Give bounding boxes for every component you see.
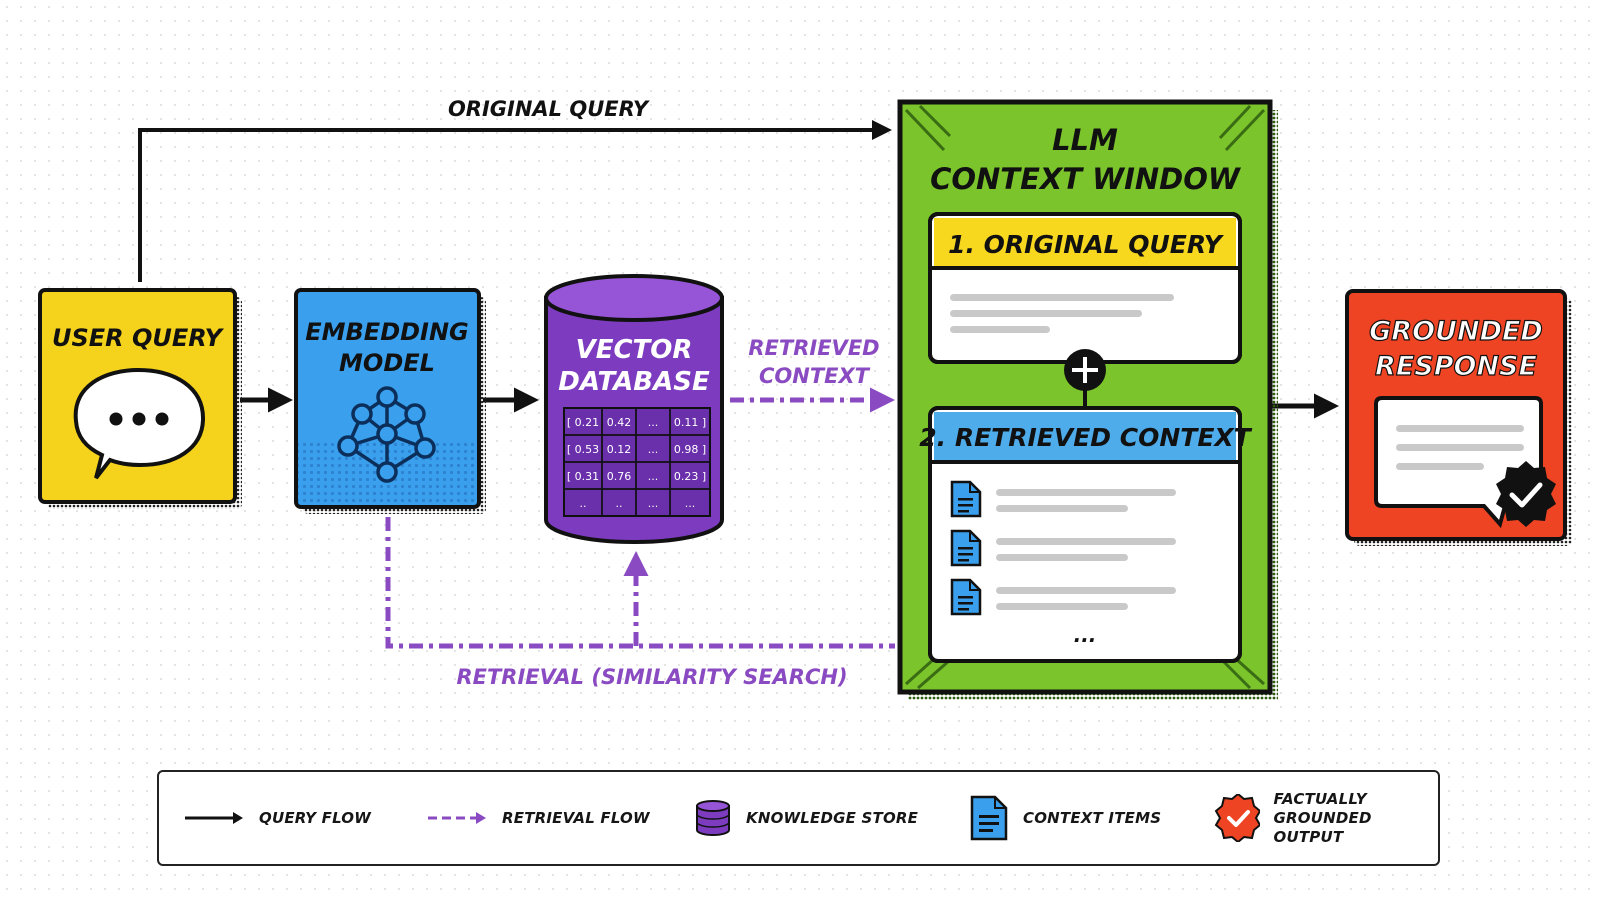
vector-database-title-1: VECTOR (576, 335, 693, 365)
vector-value: 0.98 ] (674, 443, 706, 456)
document-icon (970, 795, 1008, 841)
vector-database-node: VECTOR DATABASE [ 0.21 0.42... 0.11 ] [ 0.5… (544, 274, 724, 544)
vector-database-title-2: DATABASE (558, 367, 710, 397)
document-icon (950, 578, 982, 616)
check-badge-icon (1496, 461, 1556, 527)
vector-table: [ 0.21 0.42... 0.11 ] [ 0.53 0.12... 0.98 ] [ … (563, 407, 711, 517)
user-query-node: USER QUERY (38, 288, 242, 509)
embedding-model-node: EMBEDDING MODEL (294, 288, 486, 514)
solid-arrow-icon (185, 812, 243, 824)
llm-context-window-node: LLM CONTEXT WINDOW 1. ORIGINAL QUERY 2 (897, 99, 1278, 700)
burst-lines (904, 104, 1266, 690)
embedding-model-title-1: EMBEDDING (305, 318, 469, 346)
legend-grounded-output-label: FACTUALLY GROUNDED OUTPUT (1274, 790, 1438, 847)
legend-context-items-label: CONTEXT ITEMS (1023, 809, 1162, 827)
retrieval-loop-line (385, 517, 895, 649)
vector-value: ... (685, 497, 696, 510)
legend-retrieval-flow-label: RETRIEVAL FLOW (502, 809, 650, 827)
original-query-panel: 1. ORIGINAL QUERY (928, 212, 1242, 364)
user-query-title: USER QUERY (52, 324, 225, 352)
vector-value: 0.42 (607, 416, 632, 429)
retrieval-label: RETRIEVAL (SIMILARITY SEARCH) (456, 665, 847, 689)
response-bubble-icon (1374, 396, 1543, 529)
legend-retrieval-flow: RETRIEVAL FLOW (426, 772, 650, 864)
plus-icon (1064, 349, 1106, 391)
document-icon (950, 480, 982, 518)
vector-value: 0.76 (607, 470, 632, 483)
retrieved-context-label-2: CONTEXT (759, 364, 871, 388)
context-ellipsis: ... (1074, 623, 1097, 647)
legend: QUERY FLOW RETRIEVAL FLOW KNOWLEDGE STOR… (157, 770, 1440, 866)
legend-knowledge-store: KNOWLEDGE STORE (694, 772, 918, 864)
original-query-flow-line (138, 120, 892, 282)
grounded-response-title-1: GROUNDED (1369, 316, 1543, 347)
retrieved-context-panel: 2. RETRIEVED CONTEXT ... (919, 406, 1253, 663)
document-icon (950, 529, 982, 567)
legend-context-items: CONTEXT ITEMS (969, 772, 1161, 864)
vector-value: [ 0.21 (567, 416, 599, 429)
legend-knowledge-store-label: KNOWLEDGE STORE (746, 809, 919, 827)
legend-grounded-output-line-2: GROUNDED OUTPUT (1273, 808, 1372, 846)
retrieved-context-panel-title: 2. RETRIEVED CONTEXT (919, 423, 1252, 452)
vector-value: [ 0.31 (567, 470, 599, 483)
vector-value: [ 0.53 (567, 443, 599, 456)
vector-value: 0.12 (607, 443, 632, 456)
original-query-flow-label: ORIGINAL QUERY (448, 97, 650, 121)
vector-value: ... (648, 497, 659, 510)
retrieved-context-label-1: RETRIEVED (748, 336, 879, 360)
legend-grounded-output: FACTUALLY GROUNDED OUTPUT (1214, 772, 1438, 864)
legend-query-flow-label: QUERY FLOW (259, 809, 372, 827)
legend-grounded-output-line-1: FACTUALLY (1273, 789, 1367, 808)
embedding-model-title-2: MODEL (339, 349, 435, 377)
legend-query-flow: QUERY FLOW (183, 772, 371, 864)
neural-network-icon (337, 386, 436, 483)
grounded-response-node: GROUNDED RESPONSE (1345, 289, 1572, 546)
vector-value: 0.11 ] (674, 416, 706, 429)
grounded-response-title-2: RESPONSE (1375, 351, 1537, 382)
database-icon (696, 800, 730, 836)
original-query-panel-title: 1. ORIGINAL QUERY (948, 230, 1225, 259)
llm-title-1: LLM (1052, 123, 1118, 157)
vector-value: 0.23 ] (674, 470, 706, 483)
vector-value: .. (580, 497, 587, 510)
llm-title-2: CONTEXT WINDOW (930, 162, 1242, 196)
check-badge-icon (1214, 794, 1260, 842)
vector-value: ... (648, 470, 659, 483)
chat-bubble-icon (73, 367, 206, 480)
vector-value: .. (616, 497, 623, 510)
vector-table-cell (669, 488, 711, 517)
vector-value: ... (648, 416, 659, 429)
dashed-arrow-icon (428, 812, 486, 824)
vector-value: ... (648, 443, 659, 456)
